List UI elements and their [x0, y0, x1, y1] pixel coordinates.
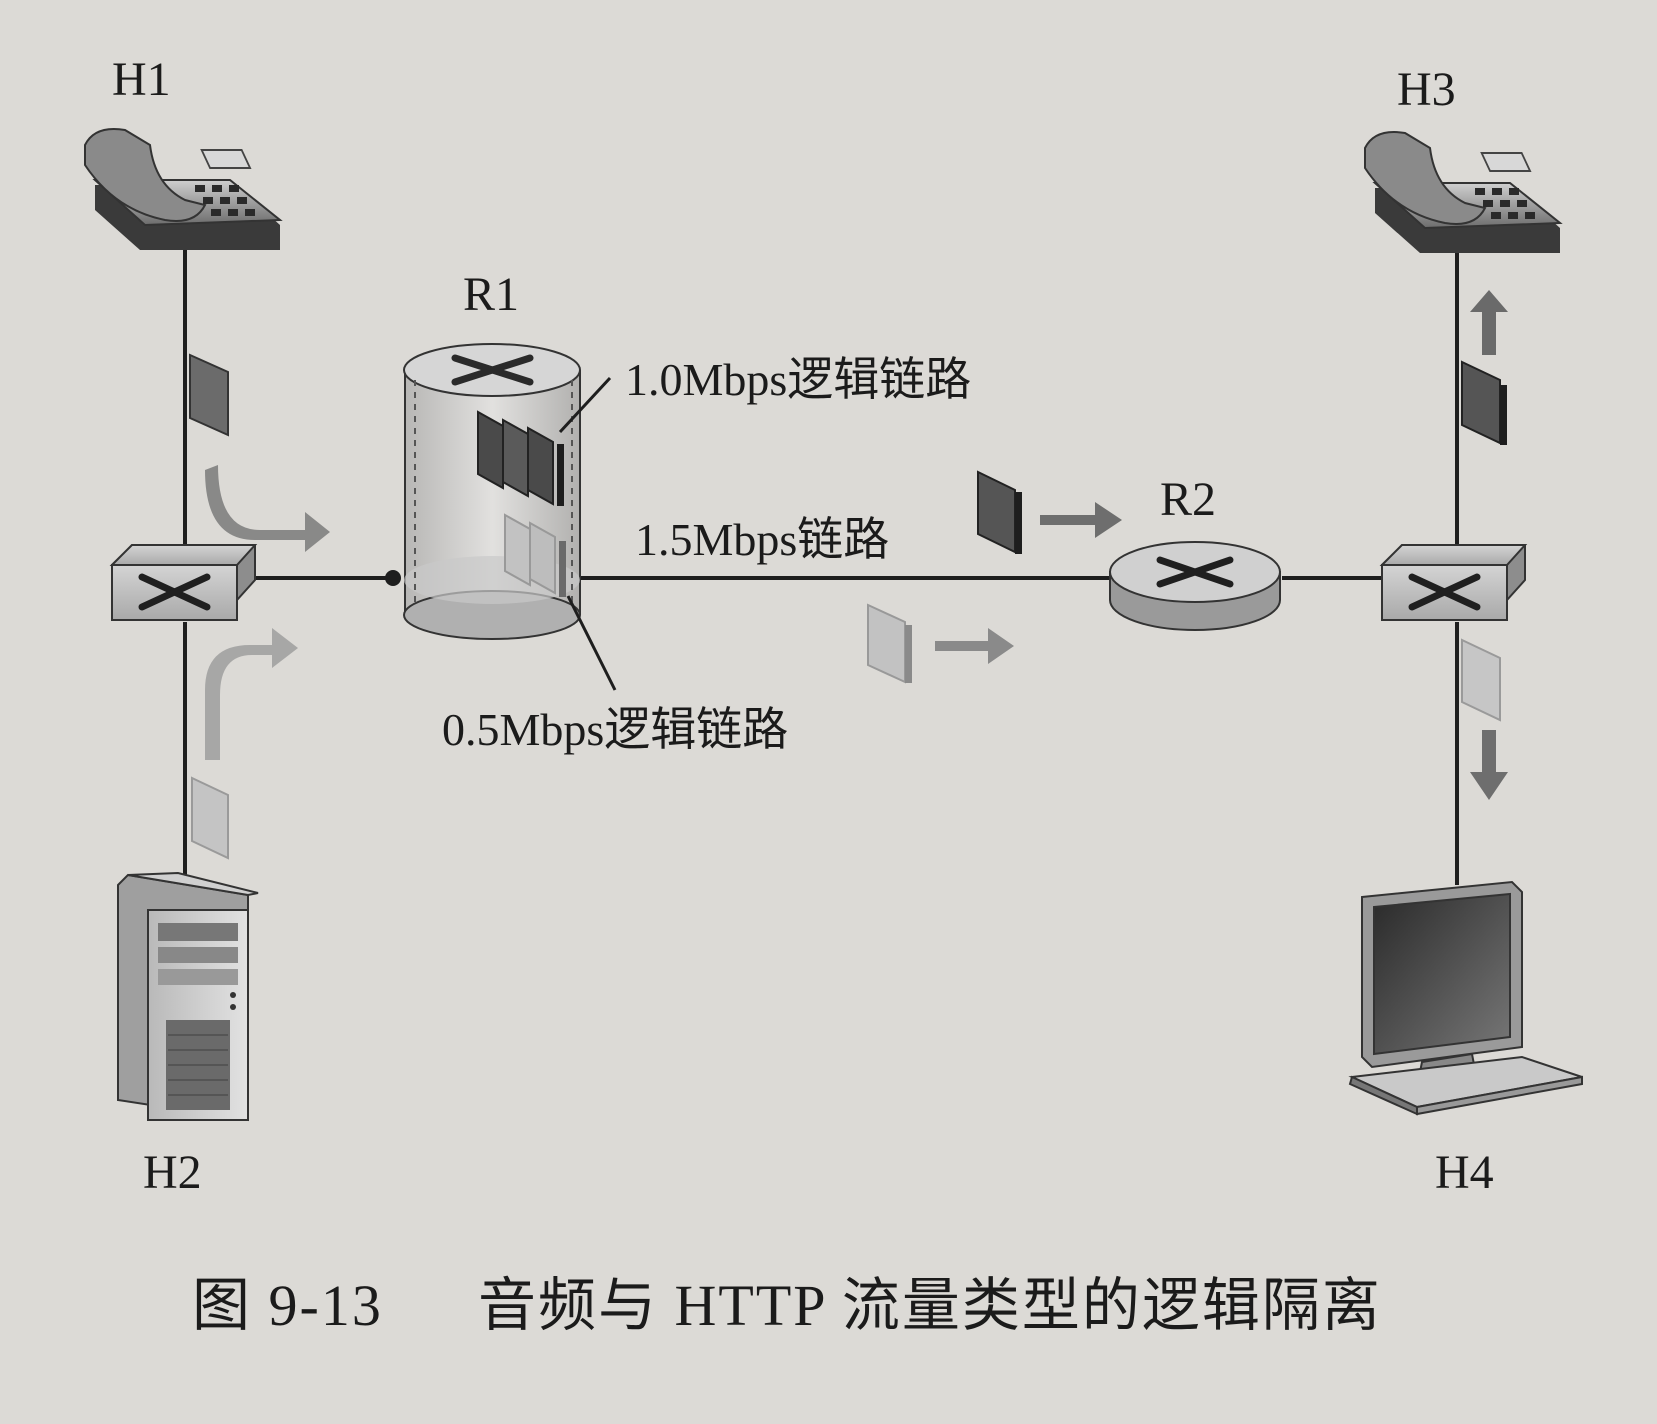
arrow-http-h2-to-r1: [205, 628, 298, 760]
router-icon: [1109, 541, 1281, 631]
telephone-icon: [1364, 131, 1563, 253]
label-physical-link-1-5: 1.5Mbps链路: [635, 514, 889, 565]
audio-queue: [477, 410, 564, 506]
label-r2: R2: [1160, 473, 1216, 526]
telephone-icon: [84, 128, 283, 250]
label-h3: H3: [1397, 63, 1456, 116]
connection-dot: [385, 570, 401, 586]
packet-http-r1-r2: [867, 603, 912, 684]
label-logical-link-1-0: 1.0Mbps逻辑链路: [625, 354, 971, 405]
label-h4: H4: [1435, 1146, 1494, 1199]
arrow-http-to-r2: [935, 628, 1014, 664]
switch-icon: [1379, 544, 1528, 621]
packet-http-to-h4: [1461, 638, 1501, 722]
arrow-audio-to-h3: [1470, 290, 1508, 355]
packet-audio-h1: [189, 353, 229, 437]
label-leader-1-0: [558, 376, 612, 434]
packet-http-h2: [191, 776, 229, 860]
server-tower-icon: [117, 871, 259, 1122]
arrow-audio-to-r2: [1040, 502, 1122, 538]
router-icon: [403, 343, 581, 640]
label-h1: H1: [112, 53, 171, 106]
packet-audio-r1-r2: [977, 470, 1022, 554]
label-h2: H2: [143, 1146, 202, 1199]
label-leader-0-5: [566, 595, 617, 691]
arrow-http-to-h4: [1470, 730, 1508, 800]
figure-number: 图 9-13: [192, 1273, 383, 1338]
switch-icon: [109, 544, 258, 621]
label-r1: R1: [463, 268, 519, 321]
desktop-computer-icon: [1348, 880, 1583, 1116]
arrow-audio-h1-to-r1: [205, 465, 330, 552]
http-queue: [504, 513, 566, 597]
figure-title: 音频与 HTTP 流量类型的逻辑隔离: [478, 1273, 1382, 1338]
packet-audio-to-h3: [1461, 360, 1507, 445]
label-logical-link-0-5: 0.5Mbps逻辑链路: [442, 704, 788, 755]
wires: [183, 245, 1459, 885]
